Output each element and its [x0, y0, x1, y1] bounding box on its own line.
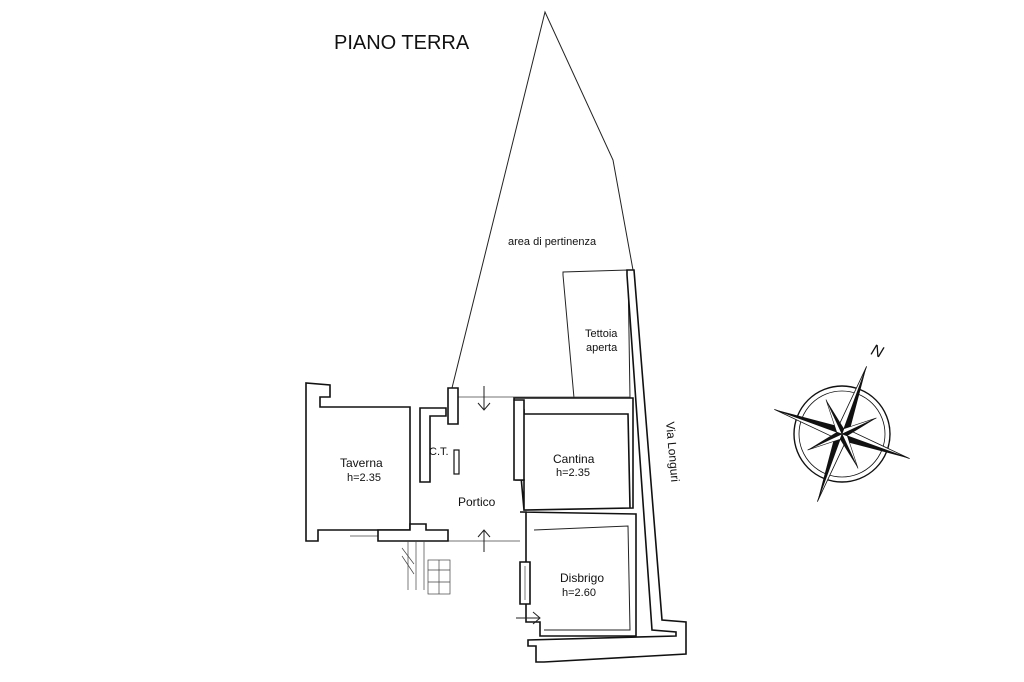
label-cantina-height: h=2.35: [556, 467, 590, 479]
label-cantina: Cantina: [553, 452, 595, 466]
label-ct: C.T.: [429, 446, 449, 458]
taverna-bottom-wall: [377, 523, 449, 542]
portico-arrow-up-icon: [477, 529, 491, 552]
label-tettoia-1: Tettoia: [585, 328, 618, 340]
disbrigo-arrow-icon: [516, 611, 541, 625]
plan-title: PIANO TERRA: [334, 32, 470, 54]
compass-north-letter: N: [869, 342, 886, 362]
cantina-left-wall: [513, 399, 525, 481]
label-tettoia-2: aperta: [586, 342, 618, 354]
label-portico: Portico: [458, 495, 496, 509]
ct-walls: [419, 407, 447, 483]
entrance-steps: [401, 541, 451, 595]
label-disbrigo: Disbrigo: [560, 571, 604, 585]
label-area-pertinenza: area di pertinenza: [508, 236, 597, 248]
disbrigo-walls: [519, 511, 637, 637]
tettoia-outline: [562, 269, 631, 399]
portico-arrow-down-icon: [477, 386, 491, 411]
label-taverna-height: h=2.35: [347, 472, 381, 484]
ct-left-pillar: [447, 387, 459, 425]
ct-boiler: [453, 449, 460, 475]
label-disbrigo-height: h=2.60: [562, 587, 596, 599]
disbrigo-inner: [533, 525, 631, 631]
east-boundary-wall: [527, 269, 687, 663]
label-taverna: Taverna: [340, 456, 383, 470]
label-street: Via Longuri: [663, 421, 682, 482]
garden-boundary: [450, 10, 634, 393]
taverna-walls: [305, 382, 411, 542]
compass-rose-icon: N: [774, 342, 910, 502]
